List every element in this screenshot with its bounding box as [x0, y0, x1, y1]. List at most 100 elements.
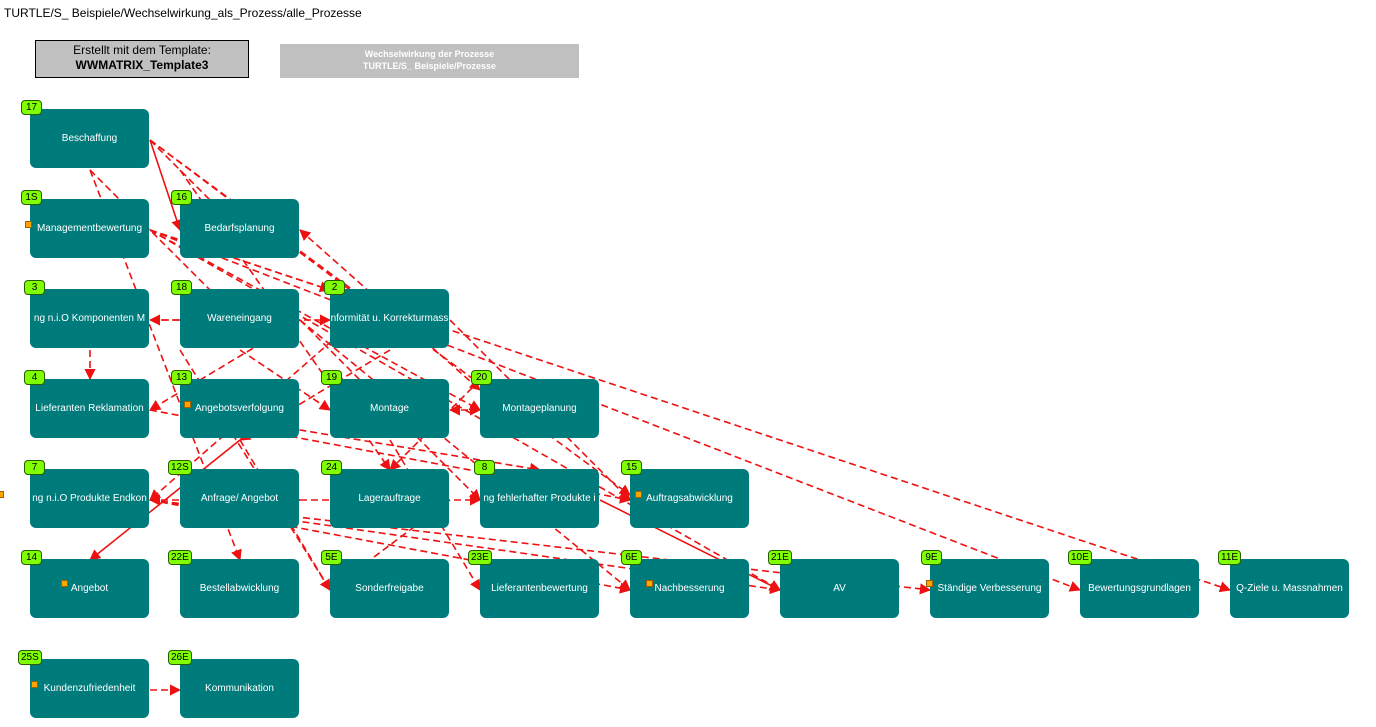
- process-node-av[interactable]: AV: [780, 559, 899, 618]
- node-label: Nachbesserung: [654, 583, 725, 594]
- node-badge: 23E: [468, 550, 492, 565]
- template-info-box: Erstellt mit dem Template: WWMATRIX_Temp…: [35, 40, 249, 78]
- process-node-lieferanten-reklamation[interactable]: Lieferanten Reklamation: [30, 379, 149, 438]
- process-node-7[interactable]: ng n.i.O Produkte Endkon: [30, 469, 149, 528]
- node-badge: 5E: [321, 550, 342, 565]
- node-badge: 10E: [1068, 550, 1092, 565]
- connection-arrow: [299, 229, 481, 391]
- process-node-lieferantenbewertung[interactable]: Lieferantenbewertung: [480, 559, 599, 618]
- process-node-bestellabwicklung[interactable]: Bestellabwicklung: [180, 559, 299, 618]
- status-marker: [0, 491, 4, 498]
- connection-arrow: [389, 439, 481, 591]
- node-badge: 13: [171, 370, 192, 385]
- node-label: Q-Ziele u. Massnahmen: [1236, 583, 1343, 594]
- status-marker: [25, 221, 32, 228]
- process-node-montage[interactable]: Montage: [330, 379, 449, 438]
- process-node-angebotsverfolgung[interactable]: Angebotsverfolgung: [180, 379, 299, 438]
- process-node-bewertungsgrundlagen[interactable]: Bewertungsgrundlagen: [1080, 559, 1199, 618]
- node-label: Lagerauftrage: [358, 493, 421, 504]
- process-node-q-ziele[interactable]: Q-Ziele u. Massnahmen: [1230, 559, 1349, 618]
- node-label: Lieferanten Reklamation: [35, 403, 144, 414]
- node-badge: 7: [24, 460, 45, 475]
- status-marker: [646, 580, 653, 587]
- node-label: Bestellabwicklung: [199, 583, 280, 594]
- node-badge: 20: [471, 370, 492, 385]
- node-badge: 18: [171, 280, 192, 295]
- status-marker: [926, 580, 933, 587]
- node-label: Kommunikation: [205, 683, 274, 694]
- node-badge: 12S: [168, 460, 192, 475]
- node-label: Wareneingang: [207, 313, 272, 324]
- process-node-angebot[interactable]: Angebot: [30, 559, 149, 618]
- process-node-bedarfsplanung[interactable]: Bedarfsplanung: [180, 199, 299, 258]
- node-label: ng n.i.O Komponenten M: [33, 313, 146, 324]
- node-badge: 8: [474, 460, 495, 475]
- header-subtitle: TURTLE/S_ Beispiele/Prozesse: [362, 61, 497, 71]
- node-label: Montageplanung: [502, 403, 577, 414]
- node-badge: 15: [621, 460, 642, 475]
- process-node-3[interactable]: ng n.i.O Komponenten M: [30, 289, 149, 348]
- process-node-auftragsabwicklung[interactable]: Auftragsabwicklung: [630, 469, 749, 528]
- node-label: Anfrage/ Angebot: [200, 493, 279, 504]
- process-node-nachbesserung[interactable]: Nachbesserung: [630, 559, 749, 618]
- process-node-sonderfreigabe[interactable]: Sonderfreigabe: [330, 559, 449, 618]
- node-badge: 2: [324, 280, 345, 295]
- process-node-kundenzufriedenheit[interactable]: Kundenzufriedenheit: [30, 659, 149, 718]
- connection-arrow: [149, 319, 301, 411]
- template-name: WWMATRIX_Template3: [75, 58, 209, 72]
- connection-arrow: [239, 349, 331, 411]
- template-caption: Erstellt mit dem Template:: [73, 43, 211, 57]
- node-label: Managementbewertung: [36, 223, 143, 234]
- process-node-2[interactable]: nformität u. Korrekturmass: [330, 289, 449, 348]
- process-node-montageplanung[interactable]: Montageplanung: [480, 379, 599, 438]
- process-node-lagerauftrage[interactable]: Lagerauftrage: [330, 469, 449, 528]
- status-marker: [31, 681, 38, 688]
- node-badge: 3: [24, 280, 45, 295]
- node-badge: 1S: [21, 190, 42, 205]
- node-badge: 9E: [921, 550, 942, 565]
- node-label: Angebot: [70, 583, 109, 594]
- node-label: Kundenzufriedenheit: [43, 683, 136, 694]
- node-label: AV: [833, 583, 846, 594]
- node-badge: 6E: [621, 550, 642, 565]
- node-badge: 21E: [768, 550, 792, 565]
- node-label: Auftragsabwicklung: [646, 493, 733, 504]
- node-label: nformität u. Korrekturmass: [330, 313, 449, 324]
- process-node-wareneingang[interactable]: Wareneingang: [180, 289, 299, 348]
- node-label: Lieferantenbewertung: [491, 583, 588, 594]
- node-badge: 25S: [18, 650, 42, 665]
- process-node-kommunikation[interactable]: Kommunikation: [180, 659, 299, 718]
- header-title: Wechselwirkung der Prozesse: [364, 49, 495, 59]
- process-node-8[interactable]: ng fehlerhafter Produkte i: [480, 469, 599, 528]
- node-badge: 4: [24, 370, 45, 385]
- process-node-beschaffung[interactable]: Beschaffung: [30, 109, 149, 168]
- diagram-header-box: Wechselwirkung der Prozesse TURTLE/S_ Be…: [280, 44, 579, 78]
- node-label: Angebotsverfolgung: [195, 403, 284, 414]
- node-label: Beschaffung: [61, 133, 118, 144]
- node-badge: 14: [21, 550, 42, 565]
- node-badge: 19: [321, 370, 342, 385]
- node-label: Ständige Verbesserung: [937, 583, 1042, 594]
- node-badge: 17: [21, 100, 42, 115]
- node-label: Montage: [370, 403, 409, 414]
- node-label: ng fehlerhafter Produkte i: [483, 493, 596, 504]
- status-marker: [635, 491, 642, 498]
- node-badge: 22E: [168, 550, 192, 565]
- connection-arrow: [299, 319, 631, 591]
- connection-arrow: [149, 229, 1232, 593]
- node-badge: 24: [321, 460, 342, 475]
- process-node-anfrage-angebot[interactable]: Anfrage/ Angebot: [180, 469, 299, 528]
- diagram-path-title: TURTLE/S_ Beispiele/Wechselwirkung_als_P…: [4, 6, 362, 20]
- process-node-managementbewertung[interactable]: Managementbewertung: [30, 199, 149, 258]
- node-badge: 11E: [1218, 550, 1242, 565]
- node-label: ng n.i.O Produkte Endkon: [32, 493, 147, 504]
- node-badge: 26E: [168, 650, 192, 665]
- node-badge: 16: [171, 190, 192, 205]
- node-label: Bedarfsplanung: [204, 223, 275, 234]
- node-label: Bewertungsgrundlagen: [1088, 583, 1191, 594]
- connection-arrow: [239, 439, 331, 591]
- status-marker: [184, 401, 191, 408]
- process-node-staendige-verbesserung[interactable]: Ständige Verbesserung: [930, 559, 1049, 618]
- status-marker: [61, 580, 68, 587]
- node-label: Sonderfreigabe: [355, 583, 424, 594]
